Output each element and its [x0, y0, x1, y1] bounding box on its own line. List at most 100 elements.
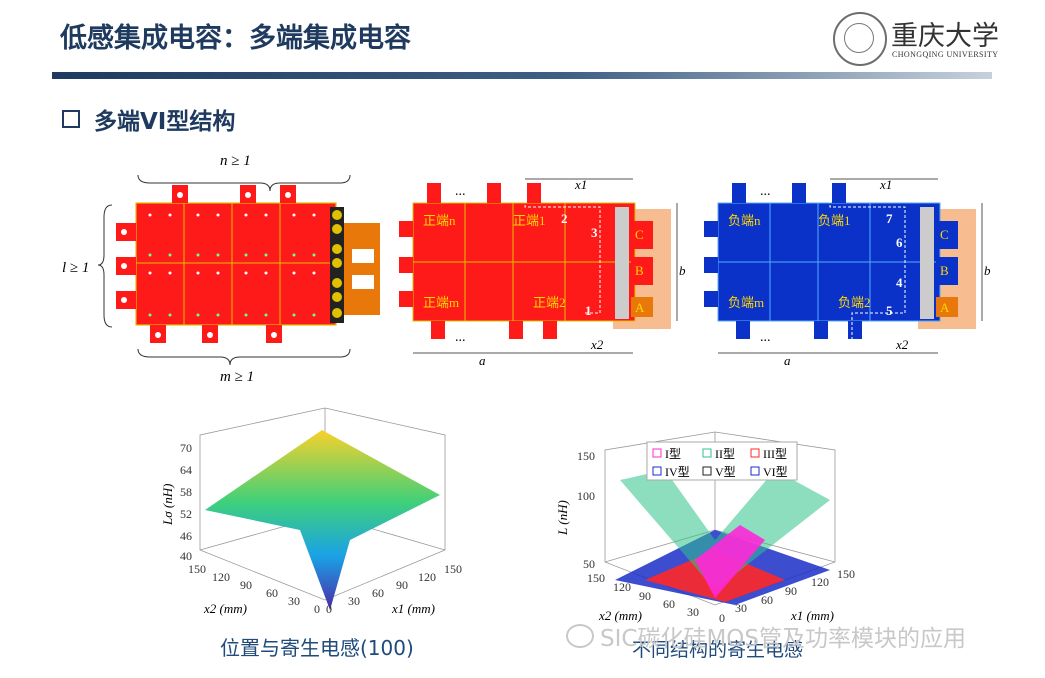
- section-heading: 多端VI型结构: [62, 102, 235, 136]
- label-neg-m: 负端m: [728, 295, 764, 310]
- x1-label: x1 (mm): [391, 601, 435, 616]
- plot-inductance-surface: 70 64 58 52 46 40 Lσ (nH) 150 120 90 60 30 0 0 30…: [160, 407, 462, 616]
- svg-text:II型: II型: [715, 447, 735, 461]
- university-logo: 重庆大学 CHONGQING UNIVERSITY: [833, 12, 1013, 66]
- step-4: 4: [896, 275, 903, 290]
- svg-text:30: 30: [348, 594, 360, 608]
- terminal-B: B: [940, 263, 949, 278]
- svg-text:64: 64: [180, 463, 192, 477]
- svg-text:0: 0: [326, 602, 332, 616]
- left-brace: [97, 204, 113, 328]
- x1-label: x1 (mm): [790, 608, 834, 623]
- svg-text:150: 150: [188, 562, 206, 576]
- top-brace: [137, 174, 351, 192]
- svg-text:VI型: VI型: [763, 465, 788, 479]
- svg-text:150: 150: [587, 571, 605, 585]
- university-seal-icon: [833, 12, 887, 66]
- svg-text:46: 46: [180, 529, 192, 543]
- svg-text:50: 50: [583, 557, 595, 571]
- x1-ticks: 0 30 60 90 120 150: [326, 562, 462, 616]
- step-7: 7: [886, 211, 893, 226]
- x1-label: x1: [879, 177, 892, 192]
- terminal-C: C: [940, 227, 949, 242]
- bottom-brace: [137, 348, 351, 366]
- svg-text:30: 30: [687, 605, 699, 619]
- label-pos-m: 正端m: [423, 295, 459, 310]
- label-pos-n: 正端n: [423, 213, 456, 228]
- svg-text:30: 30: [288, 594, 300, 608]
- svg-text:IV型: IV型: [665, 465, 690, 479]
- red-capacitor-plate: [135, 202, 337, 326]
- dots-bottom: ...: [760, 330, 771, 345]
- label-neg-1: 负端1: [818, 213, 851, 228]
- svg-text:40: 40: [180, 549, 192, 563]
- x2-label: x2: [590, 337, 604, 352]
- surface-green: [620, 470, 830, 590]
- svg-text:58: 58: [180, 485, 192, 499]
- svg-text:120: 120: [418, 570, 436, 584]
- a-label: a: [479, 353, 486, 368]
- svg-text:III型: III型: [763, 447, 787, 461]
- plot1-caption: 位置与寄生电感(100): [220, 636, 414, 660]
- step-5: 5: [886, 303, 893, 318]
- logo-name-en: CHONGQING UNIVERSITY: [892, 50, 999, 59]
- svg-text:150: 150: [444, 562, 462, 576]
- z-label: Lσ (nH): [160, 484, 175, 526]
- step-2: 2: [561, 211, 568, 226]
- plot-structure-comparison: I型 II型 III型 IV型 V型 VI型 150 100 50 L (nH) 1…: [555, 431, 855, 625]
- dots-bottom: ...: [455, 330, 466, 345]
- svg-text:90: 90: [240, 578, 252, 592]
- svg-text:120: 120: [212, 570, 230, 584]
- svg-text:30: 30: [735, 601, 747, 615]
- diagram-blue-vi: x1 ... C B A 负端n 负端1 负端m 负端2 4 5 6 7 ...…: [704, 177, 991, 368]
- diagram-red-vi: x1 ... C B A 正端n 正端1 正端m 正端2 1 2 3 ... a…: [399, 177, 686, 368]
- a-label: a: [784, 353, 791, 368]
- dots-top: ...: [455, 184, 466, 199]
- label-pos-2: 正端2: [533, 295, 566, 310]
- z-label: L (nH): [555, 500, 570, 536]
- step-6: 6: [896, 235, 903, 250]
- title-divider: [52, 72, 992, 79]
- svg-text:60: 60: [266, 586, 278, 600]
- section-heading-text: 多端VI型结构: [94, 109, 236, 135]
- svg-text:0: 0: [314, 602, 320, 616]
- checkbox-bullet-icon: [62, 110, 80, 128]
- terminal-tabs: [116, 185, 296, 343]
- bottom-label: m ≥ 1: [220, 369, 254, 385]
- svg-text:90: 90: [396, 578, 408, 592]
- svg-text:I型: I型: [665, 447, 681, 461]
- x1-label: x1: [574, 177, 587, 192]
- terminal-A: A: [635, 300, 645, 315]
- svg-text:60: 60: [372, 586, 384, 600]
- page-title: 低感集成电容：多端集成电容: [60, 23, 411, 54]
- wechat-icon: [566, 624, 594, 648]
- b-label: b: [984, 263, 991, 278]
- x2-label: x2 (mm): [203, 601, 247, 616]
- surface: [205, 430, 440, 610]
- x2-label: x2 (mm): [598, 608, 642, 623]
- svg-text:150: 150: [577, 449, 595, 463]
- label-neg-2: 负端2: [838, 295, 871, 310]
- terminal-C: C: [635, 227, 644, 242]
- svg-text:70: 70: [180, 441, 192, 455]
- svg-text:0: 0: [719, 611, 725, 625]
- svg-text:52: 52: [180, 507, 192, 521]
- svg-text:60: 60: [761, 593, 773, 607]
- logo-name-cn: 重庆大学: [891, 21, 999, 52]
- diagram-generic-structure: n ≥ 1 l ≥ 1 m ≥ 1: [62, 153, 380, 385]
- step-3: 3: [591, 225, 598, 240]
- plot2-caption: 不同结构的寄生电感: [632, 639, 804, 661]
- svg-text:150: 150: [837, 567, 855, 581]
- top-label: n ≥ 1: [220, 153, 251, 169]
- legend-box: [646, 441, 798, 481]
- z-ticks: 70 64 58 52 46 40: [180, 441, 192, 563]
- label-pos-1: 正端1: [513, 213, 546, 228]
- svg-text:V型: V型: [715, 465, 736, 479]
- current-path: [829, 195, 906, 343]
- watermark: SIC碳化硅MOS管及功率模块的应用: [566, 619, 966, 653]
- x2-ticks: 150 120 90 60 30 0: [188, 562, 320, 616]
- svg-text:100: 100: [577, 489, 595, 503]
- b-label: b: [679, 263, 686, 278]
